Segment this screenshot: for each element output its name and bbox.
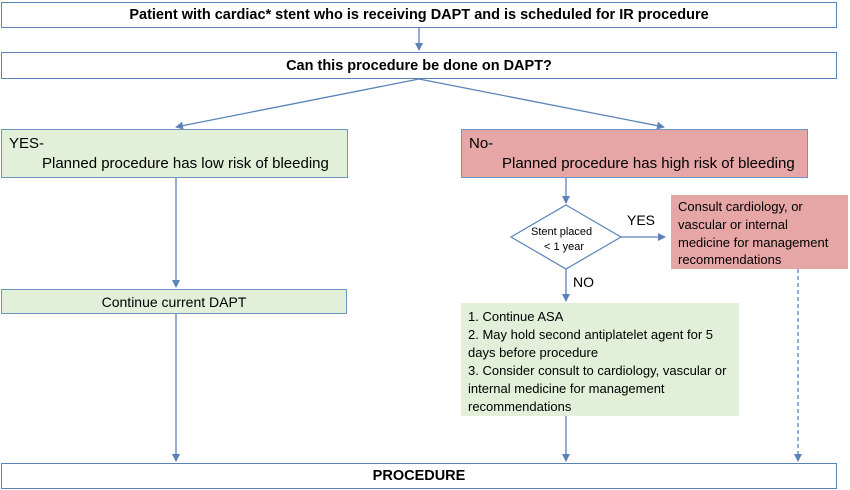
no-branch-title: No-: [469, 135, 494, 152]
question-box-text: Can this procedure be done on DAPT?: [286, 57, 552, 74]
plan-item-3: 3. Consider consult to cardiology, vascu…: [468, 363, 727, 378]
arrow-question-to-yes: [175, 78, 420, 130]
procedure-box-text: PROCEDURE: [372, 468, 466, 484]
consult-line-3: medicine for management: [678, 235, 829, 250]
continue-dapt-text: Continue current DAPT: [101, 293, 247, 310]
yes-branch-title: YES-: [9, 135, 45, 152]
plan-box: 1. Continue ASA 2. May hold second antip…: [461, 303, 739, 416]
arrow-question-to-no: [418, 78, 665, 130]
plan-item-3-end: recommendations: [468, 399, 572, 414]
consult-box: Consult cardiology, or vascular or inter…: [671, 195, 848, 269]
decision-yes-label: YES: [627, 212, 656, 228]
plan-item-1: 1. Continue ASA: [468, 309, 564, 324]
consult-line-2: vascular or internal: [678, 217, 788, 232]
continue-dapt-box: Continue current DAPT: [1, 289, 347, 314]
plan-item-2-cont: days before procedure: [468, 345, 599, 360]
decision-diamond: [509, 204, 623, 270]
consult-line-4: recommendations: [678, 252, 782, 267]
no-branch-subtitle: Planned procedure has high risk of bleed…: [502, 155, 795, 172]
decision-no-label: NO: [573, 274, 594, 290]
no-branch-box: No- Planned procedure has high risk of b…: [461, 129, 808, 178]
yes-branch-subtitle: Planned procedure has low risk of bleedi…: [42, 155, 329, 172]
decision-line-2: < 1 year: [544, 241, 585, 253]
procedure-box: PROCEDURE: [1, 463, 837, 489]
plan-item-3-cont: internal medicine for management: [468, 381, 665, 396]
start-box: Patient with cardiac* stent who is recei…: [1, 2, 837, 28]
plan-item-2: 2. May hold second antiplatelet agent fo…: [468, 327, 713, 342]
decision-line-1: Stent placed: [531, 226, 593, 238]
yes-branch-box: YES- Planned procedure has low risk of b…: [1, 129, 348, 178]
consult-line-1: Consult cardiology, or: [678, 199, 803, 214]
question-box: Can this procedure be done on DAPT?: [1, 52, 837, 79]
start-box-text: Patient with cardiac* stent who is recei…: [129, 7, 709, 23]
